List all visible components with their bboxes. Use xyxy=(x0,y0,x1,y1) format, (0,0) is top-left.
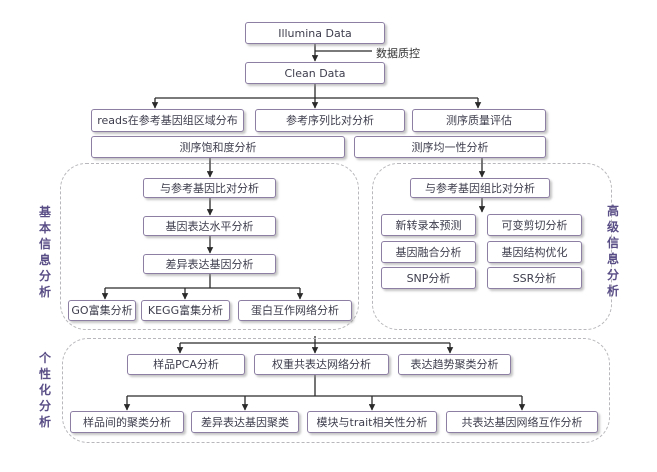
ssr-analysis-box: SSR分析 xyxy=(487,267,582,289)
personalized-analysis-label: 个性化分析 xyxy=(38,351,51,429)
module-trait-box: 模块与trait相关性分析 xyxy=(307,411,437,433)
diff-expression-box: 差异表达基因分析 xyxy=(143,254,276,274)
advanced-analysis-region xyxy=(372,163,612,330)
basic-analysis-region xyxy=(60,163,359,330)
ppi-network-box: 蛋白互作网络分析 xyxy=(238,300,352,321)
gene-structure-box: 基因结构优化 xyxy=(487,241,582,263)
alt-splice-box: 可变剪切分析 xyxy=(487,214,582,236)
advanced-analysis-label: 高级信息分析 xyxy=(606,204,619,298)
uniformity-box: 测序均一性分析 xyxy=(354,136,546,158)
go-enrichment-box: GO富集分析 xyxy=(68,300,136,321)
snp-analysis-box: SNP分析 xyxy=(381,267,476,289)
saturation-box: 测序饱和度分析 xyxy=(91,136,345,158)
qc-note: 数据质控 xyxy=(376,47,420,60)
clean-data-box: Clean Data xyxy=(245,62,385,84)
quality-assessment-box: 测序质量评估 xyxy=(412,109,546,132)
personalized-analysis-region xyxy=(62,338,610,443)
new-transcript-box: 新转录本预测 xyxy=(381,214,476,236)
expression-level-box: 基因表达水平分析 xyxy=(143,216,276,236)
kegg-enrichment-box: KEGG富集分析 xyxy=(141,300,230,321)
ref-alignment-box: 参考序列比对分析 xyxy=(255,109,405,132)
advanced-align-box: 与参考基因组比对分析 xyxy=(410,178,550,198)
illumina-data-box: Illumina Data xyxy=(245,22,385,44)
pca-box: 样品PCA分析 xyxy=(127,354,245,375)
basic-align-box: 与参考基因比对分析 xyxy=(143,178,276,198)
reads-distribution-box: reads在参考基因组区域分布 xyxy=(91,109,244,132)
diff-gene-cluster-box: 差异表达基因聚类 xyxy=(191,411,299,433)
expression-trend-box: 表达趋势聚类分析 xyxy=(398,354,511,375)
basic-analysis-label: 基本信息分析 xyxy=(38,205,51,299)
gene-fusion-box: 基因融合分析 xyxy=(381,241,476,263)
wgcna-box: 权重共表达网络分析 xyxy=(254,354,389,375)
coexp-network-box: 共表达基因网络互作分析 xyxy=(446,411,598,433)
sample-cluster-box: 样品间的聚类分析 xyxy=(70,411,184,433)
